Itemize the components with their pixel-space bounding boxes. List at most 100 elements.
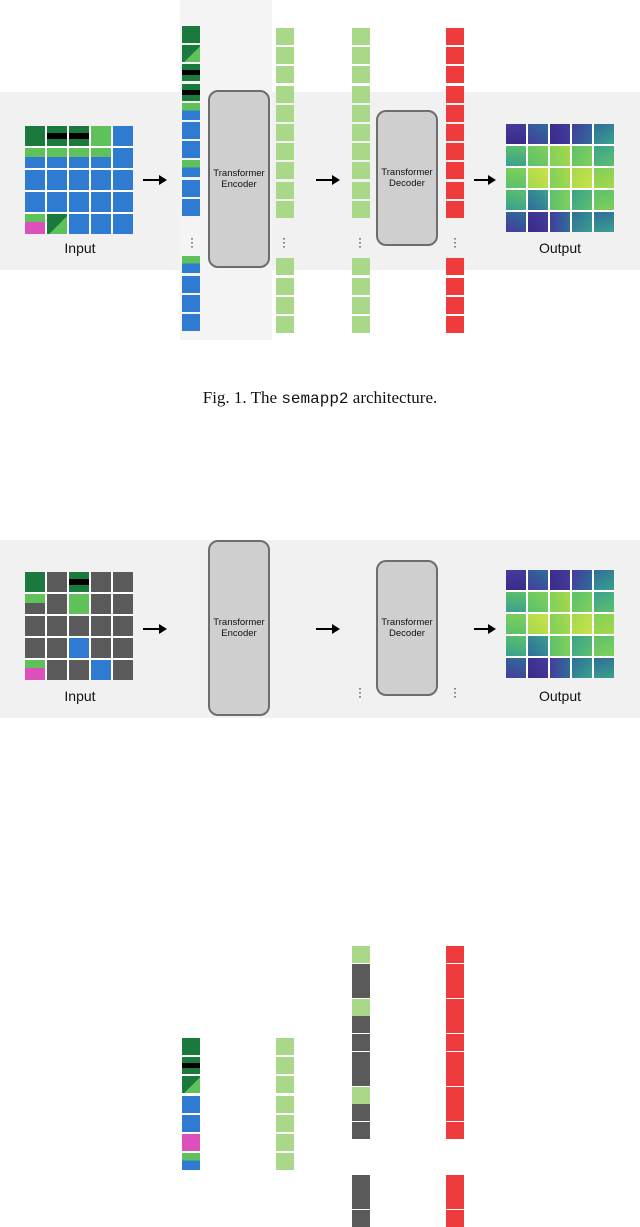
output-cell bbox=[506, 190, 526, 210]
token bbox=[352, 1086, 370, 1104]
grid-cell bbox=[69, 572, 89, 592]
token bbox=[182, 1134, 200, 1151]
figure-2: Input Transformer Encoder ··· Transforme… bbox=[0, 470, 640, 1227]
token bbox=[182, 275, 200, 293]
grid-cell bbox=[91, 192, 111, 212]
grid-cell bbox=[69, 616, 89, 636]
token bbox=[446, 181, 464, 199]
token bbox=[352, 296, 370, 314]
grid-cell bbox=[47, 214, 67, 234]
grid-cell bbox=[113, 616, 133, 636]
grid-cell bbox=[69, 594, 89, 614]
arrow-icon bbox=[143, 624, 167, 634]
caption-code: semapp2 bbox=[281, 390, 349, 408]
ellipsis-icon: ··· bbox=[453, 231, 457, 253]
token bbox=[446, 277, 464, 295]
output-cell bbox=[550, 146, 570, 166]
grid-cell bbox=[91, 638, 111, 658]
token bbox=[352, 85, 370, 103]
token bbox=[276, 28, 294, 45]
token bbox=[182, 1038, 200, 1055]
token bbox=[446, 946, 464, 963]
token bbox=[446, 1069, 464, 1087]
token bbox=[352, 316, 370, 333]
output-cell bbox=[528, 614, 548, 634]
grid-cell bbox=[47, 660, 67, 680]
token bbox=[446, 1016, 464, 1034]
ellipsis-icon: ··· bbox=[358, 681, 362, 703]
token bbox=[182, 64, 200, 82]
output-cell bbox=[506, 570, 526, 590]
token bbox=[182, 179, 200, 197]
token bbox=[446, 162, 464, 180]
output-cell bbox=[528, 212, 548, 232]
token bbox=[446, 1086, 464, 1104]
input-grid bbox=[25, 126, 133, 234]
grid-cell bbox=[47, 126, 67, 146]
output-cell bbox=[572, 636, 592, 656]
token bbox=[276, 258, 294, 276]
figure-1: Input ··· Transformer Encoder ··· ··· Tr… bbox=[0, 0, 640, 340]
token bbox=[352, 200, 370, 218]
token bbox=[352, 1034, 370, 1051]
token bbox=[352, 47, 370, 65]
output-cell bbox=[550, 636, 570, 656]
caption-suffix: architecture. bbox=[348, 388, 438, 407]
encoder-label: Transformer Encoder bbox=[213, 168, 265, 190]
token bbox=[352, 28, 370, 45]
token bbox=[352, 946, 370, 963]
output-cell bbox=[506, 592, 526, 612]
token bbox=[352, 181, 370, 199]
output-cell bbox=[550, 124, 570, 144]
token bbox=[352, 162, 370, 180]
input-label: Input bbox=[64, 688, 96, 704]
grid-cell bbox=[91, 170, 111, 190]
output-cell bbox=[594, 614, 614, 634]
grid-cell bbox=[25, 170, 45, 190]
grid-cell bbox=[25, 148, 45, 168]
grid-cell bbox=[91, 616, 111, 636]
output-label: Output bbox=[538, 688, 582, 704]
output-cell bbox=[572, 146, 592, 166]
grid-cell bbox=[113, 148, 133, 168]
token bbox=[446, 316, 464, 333]
token bbox=[276, 1114, 294, 1132]
token bbox=[276, 1057, 294, 1075]
ellipsis-icon: ··· bbox=[190, 231, 194, 253]
token bbox=[446, 296, 464, 314]
output-cell bbox=[528, 124, 548, 144]
token bbox=[352, 104, 370, 122]
output-cell bbox=[572, 190, 592, 210]
grid-cell bbox=[47, 594, 67, 614]
grid-cell bbox=[69, 192, 89, 212]
token bbox=[276, 181, 294, 199]
token bbox=[352, 1122, 370, 1139]
grid-cell bbox=[113, 214, 133, 234]
output-grid bbox=[506, 124, 614, 232]
output-cell bbox=[572, 658, 592, 678]
token bbox=[182, 294, 200, 312]
output-cell bbox=[594, 592, 614, 612]
token bbox=[276, 162, 294, 180]
token bbox=[182, 160, 200, 178]
output-label: Output bbox=[538, 240, 582, 256]
arrow-icon bbox=[474, 175, 496, 185]
output-cell bbox=[528, 592, 548, 612]
token bbox=[446, 258, 464, 276]
token bbox=[182, 1153, 200, 1171]
token bbox=[276, 1134, 294, 1151]
token bbox=[352, 963, 370, 981]
output-cell bbox=[550, 190, 570, 210]
token bbox=[182, 45, 200, 63]
caption-prefix: Fig. 1. The bbox=[202, 388, 282, 407]
token bbox=[352, 981, 370, 999]
grid-cell bbox=[25, 214, 45, 234]
token bbox=[182, 198, 200, 216]
input-label: Input bbox=[64, 240, 96, 256]
grid-cell bbox=[113, 638, 133, 658]
output-cell bbox=[528, 146, 548, 166]
grid-cell bbox=[47, 616, 67, 636]
output-cell bbox=[506, 146, 526, 166]
token bbox=[352, 1051, 370, 1069]
output-cell bbox=[572, 168, 592, 188]
